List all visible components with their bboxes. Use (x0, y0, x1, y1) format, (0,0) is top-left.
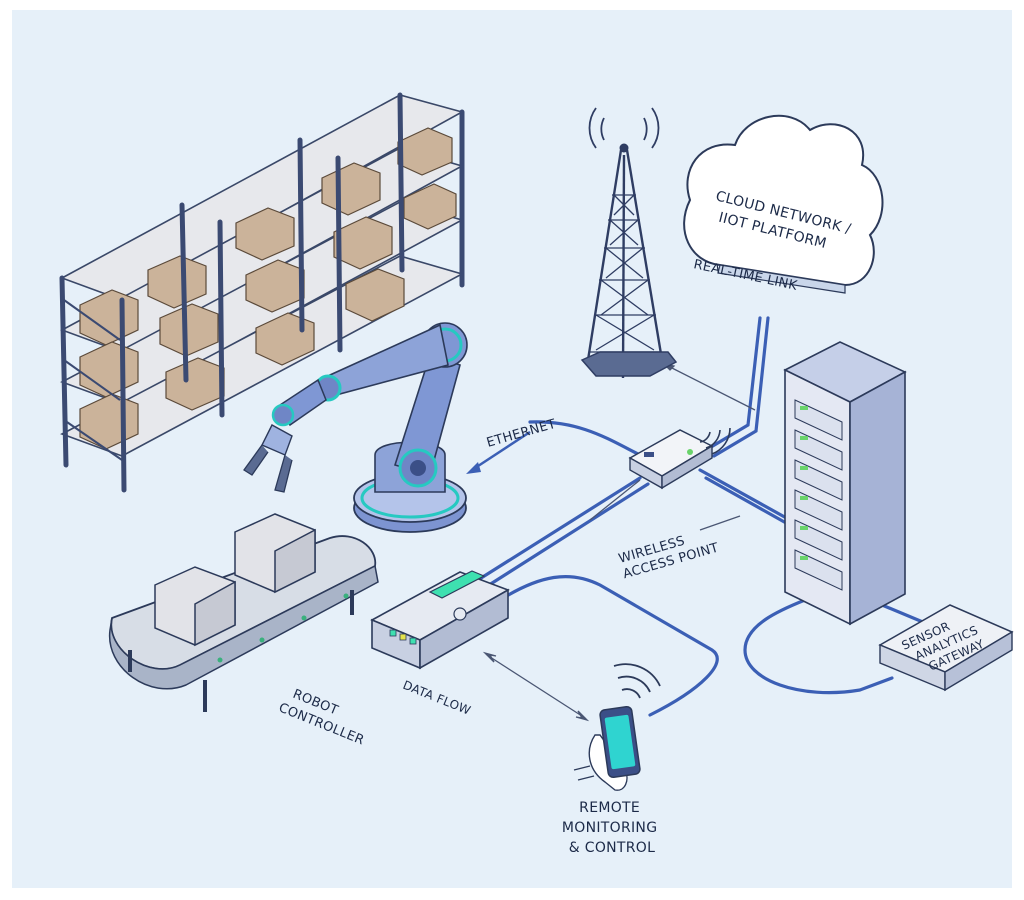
controller-phone-cable (498, 574, 719, 717)
remote-label-line-2: MONITORING (562, 820, 657, 836)
realtime-cable-2 (712, 316, 770, 458)
robot-arm (243, 322, 468, 533)
server-gateway-cable-1 (743, 598, 894, 695)
realtime-cable-1 (704, 316, 762, 452)
radio-tower-icon (580, 107, 678, 379)
wireless-access-point-icon (628, 427, 731, 490)
ap-server-cable-2 (704, 476, 797, 530)
conveyor-belt (109, 513, 379, 712)
server-rack-icon (783, 341, 907, 626)
upright-front-right (119, 297, 127, 493)
remote-monitoring-label: REMOTE MONITORING & CONTROL (562, 800, 662, 856)
controller-ap-cable-1 (468, 476, 642, 587)
sensor-gateway-device (878, 604, 1014, 692)
controller-ap-cable-2 (476, 482, 650, 594)
ethernet-cable (528, 420, 642, 457)
remote-label-line-3: & CONTROL (569, 840, 655, 856)
cloud-icon (683, 114, 884, 294)
tower-signal-waves (588, 107, 660, 149)
phone-signal-waves (613, 663, 661, 699)
warehouse-shelving (59, 92, 465, 493)
remote-label-line-1: REMOTE (579, 800, 640, 816)
ethernet-arrow (466, 430, 531, 474)
network-cables (468, 316, 932, 717)
ap-server-cable-1 (698, 468, 792, 522)
robot-controller-icon (370, 570, 510, 670)
upright-front-left (59, 275, 69, 468)
data-flow-arrows (482, 362, 756, 722)
smartphone-icon (573, 663, 661, 791)
